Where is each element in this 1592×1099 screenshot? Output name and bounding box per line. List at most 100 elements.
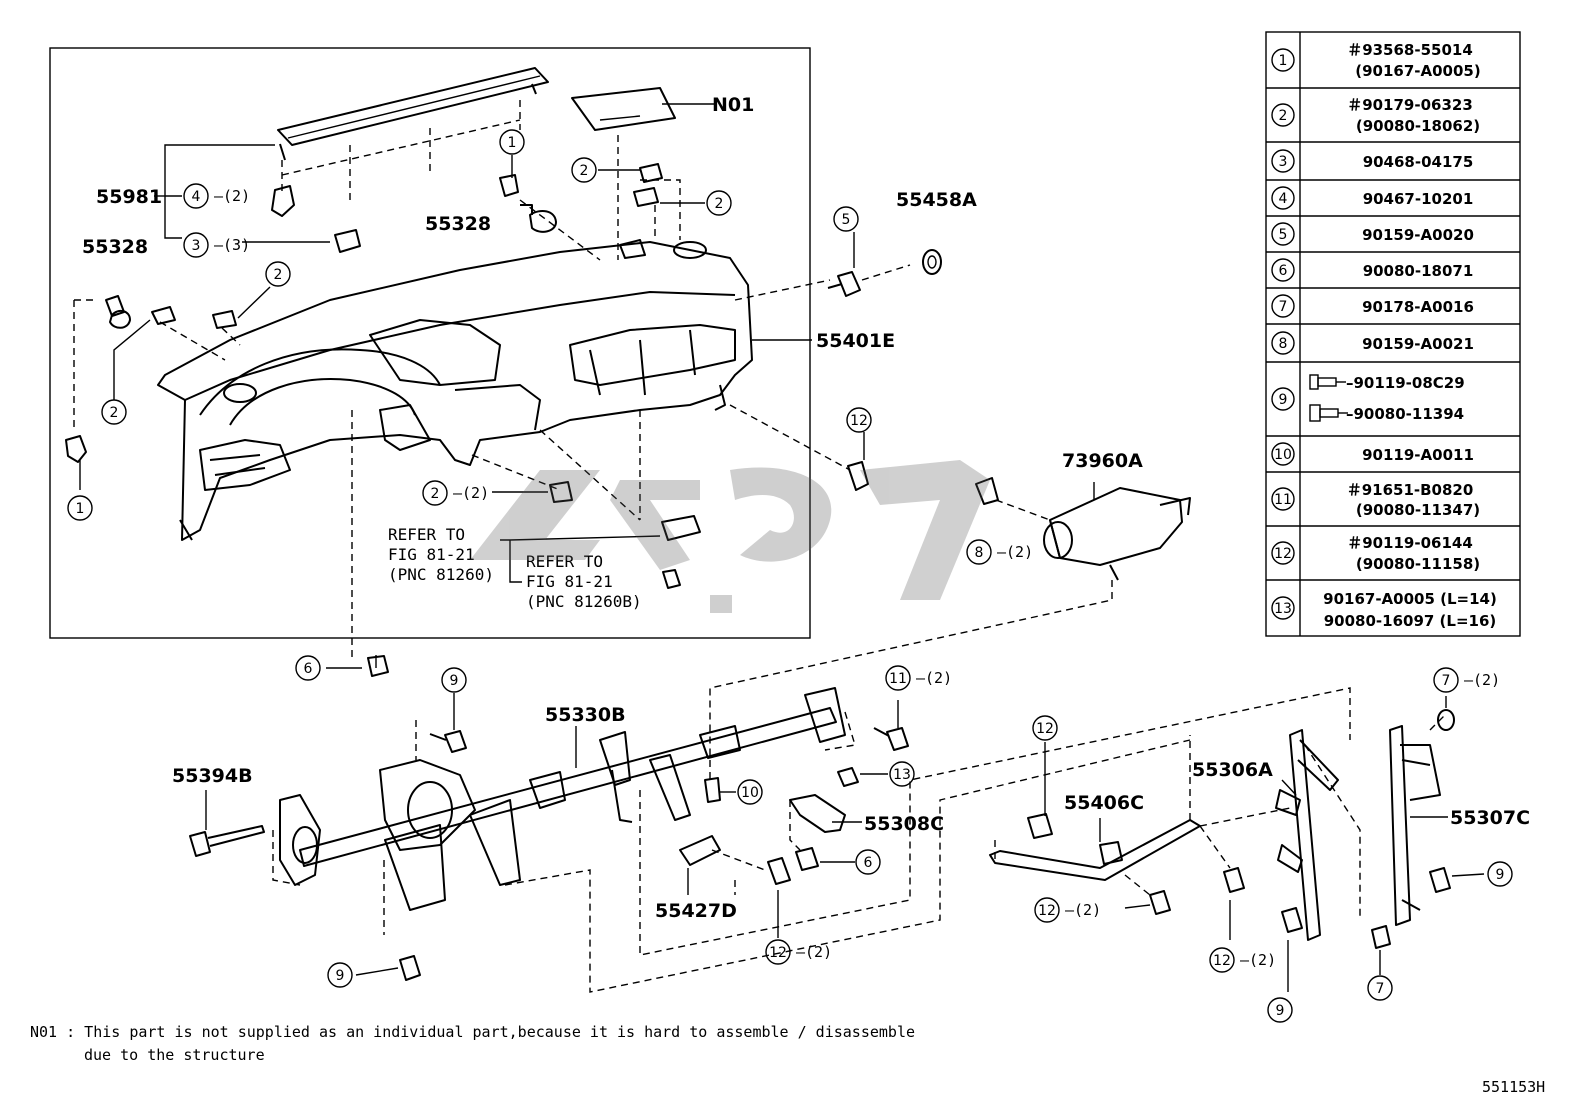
- table-row-5-line-1: 90159-A0020: [1362, 226, 1474, 244]
- label-55328-left: 55328: [82, 236, 148, 258]
- refer-1-line-2: FIG 81-21: [388, 545, 475, 564]
- callout-6-upper: 6: [304, 661, 313, 677]
- table-row-1-num: 1: [1279, 53, 1288, 69]
- 55306a-brace-part: [1275, 729, 1339, 941]
- table-row-2-num: 2: [1279, 108, 1288, 124]
- callout-12-lower-mid: 12: [769, 945, 787, 961]
- callout-5: 5: [842, 212, 851, 228]
- label-n01: N01: [712, 94, 754, 116]
- part-number-table: 1 2 3 4 5 6 7 8 9 10 11 12 13 ＃93568-550…: [1265, 31, 1521, 637]
- table-row-11-num: 11: [1274, 492, 1292, 508]
- callout-1-upper: 1: [508, 135, 517, 151]
- qty-3: –(3): [214, 236, 250, 254]
- 55394b-bolt-part: [189, 825, 265, 857]
- label-55401e: 55401E: [816, 330, 895, 352]
- label-55458a: 55458A: [896, 189, 977, 211]
- qty-4: –(2): [214, 187, 250, 205]
- 55308c-bracket-part: [789, 794, 846, 833]
- refer-1-line-3: (PNC 81260): [388, 565, 494, 584]
- refer-notes: REFER TO FIG 81-21 (PNC 81260) REFER TO …: [388, 525, 642, 611]
- figure-id: 551153H: [1482, 1078, 1545, 1096]
- watermark-logo: [470, 460, 990, 613]
- table-row-1-line-2: (90167-A0005): [1355, 62, 1480, 80]
- callout-7-bottom: 7: [1376, 981, 1385, 997]
- label-55308c: 55308C: [864, 813, 944, 835]
- callout-4: 4: [192, 189, 201, 205]
- 55427d-bracket-part: [679, 835, 721, 866]
- table-row-12-line-1: ＃90119-06144: [1347, 534, 1473, 552]
- table-row-1-line-1: ＃93568-55014: [1347, 41, 1473, 59]
- table-row-11-line-2: (90080-11347): [1356, 501, 1480, 519]
- label-55406c: 55406C: [1064, 792, 1144, 814]
- pnc-labels: N01 55981 55328 55328 55458A 55401E 7396…: [82, 94, 1530, 922]
- qty-12-lower-mid: –(2): [796, 943, 832, 961]
- table-row-13-line-1: 90167-A0005 (L=14): [1323, 590, 1497, 608]
- callout-7-top: 7: [1442, 673, 1451, 689]
- refer-2-line-1: REFER TO: [526, 552, 603, 571]
- table-row-6-line-1: 90080-18071: [1363, 262, 1474, 280]
- table-row-3-num: 3: [1279, 154, 1288, 170]
- defroster-cover-part: [277, 67, 549, 161]
- table-row-9-line-1: –90119-08C29: [1346, 374, 1465, 392]
- label-55394b: 55394B: [172, 765, 253, 787]
- callout-8: 8: [975, 545, 984, 561]
- lower-fastener-parts: [399, 709, 1455, 981]
- instrument-panel-part: [157, 239, 753, 541]
- nut-part: [367, 655, 389, 677]
- table-row-10-num: 10: [1274, 447, 1292, 463]
- callout-12-right: 12: [1213, 953, 1231, 969]
- 55330b-reinforcement-part: [279, 687, 846, 911]
- bolt-icon: [1309, 374, 1346, 390]
- table-row-12-num: 12: [1274, 546, 1292, 562]
- qty-12-right: –(2): [1240, 951, 1276, 969]
- table-row-3-line-1: 90468-04175: [1363, 153, 1474, 171]
- callout-1-left: 1: [76, 501, 85, 517]
- qty-7-top: –(2): [1464, 671, 1500, 689]
- upper-assembly-box: [49, 47, 811, 639]
- qty-8: –(2): [997, 543, 1033, 561]
- callout-11: 11: [889, 671, 907, 687]
- callout-2-upper: 2: [580, 163, 589, 179]
- callout-9-right: 9: [1496, 867, 1505, 883]
- callout-12-under-brace: 12: [1038, 903, 1056, 919]
- callout-2-right: 2: [715, 196, 724, 212]
- callout-9-top: 9: [450, 673, 459, 689]
- table-row-7-line-1: 90178-A0016: [1362, 298, 1474, 316]
- flange-bolt-icon: [1309, 404, 1348, 422]
- callout-10: 10: [741, 785, 759, 801]
- table-row-8-num: 8: [1279, 336, 1288, 352]
- qty-12-under-brace: –(2): [1065, 901, 1101, 919]
- table-row-11-line-1: ＃91651-B0820: [1347, 481, 1474, 499]
- callout-3: 3: [192, 238, 201, 254]
- callout-9-bottom-right: 9: [1276, 1003, 1285, 1019]
- label-73960a: 73960A: [1062, 450, 1143, 472]
- callout-circles: 4 –(2) 3 –(3) 1 2 2 2 2 1 2 –(2) 5 12: [67, 129, 1513, 1023]
- label-55306a: 55306A: [1192, 759, 1273, 781]
- 55307c-brace-part: [1389, 725, 1441, 926]
- table-row-5-num: 5: [1279, 227, 1288, 243]
- table-row-10-line-1: 90119-A0011: [1362, 446, 1474, 464]
- table-row-6-num: 6: [1279, 263, 1288, 279]
- table-row-13-line-2: 90080-16097 (L=16): [1324, 612, 1497, 630]
- footnote-line-1: N01 : This part is not supplied as an in…: [30, 1023, 915, 1041]
- table-row-7-num: 7: [1279, 299, 1288, 315]
- 73960a-part: [1043, 487, 1191, 581]
- label-55307c: 55307C: [1450, 807, 1530, 829]
- 55406c-brace-part: [989, 819, 1201, 881]
- table-row-2-line-2: (90080-18062): [1356, 117, 1480, 135]
- label-55330b: 55330B: [545, 704, 626, 726]
- table-row-9-num: 9: [1279, 392, 1288, 408]
- refer-2-line-3: (PNC 81260B): [526, 592, 642, 611]
- refer-2-line-2: FIG 81-21: [526, 572, 613, 591]
- callout-2-left: 2: [110, 405, 119, 421]
- label-55981: 55981: [96, 186, 162, 208]
- callout-12-brace: 12: [1036, 721, 1054, 737]
- callout-9-bottom: 9: [336, 968, 345, 984]
- callout-6-lower: 6: [864, 855, 873, 871]
- qty-11: –(2): [916, 669, 952, 687]
- refer-1-line-1: REFER TO: [388, 525, 465, 544]
- qty-2-lower: –(2): [453, 484, 489, 502]
- clip-parts: [65, 163, 701, 589]
- callout-2-mid: 2: [274, 267, 283, 283]
